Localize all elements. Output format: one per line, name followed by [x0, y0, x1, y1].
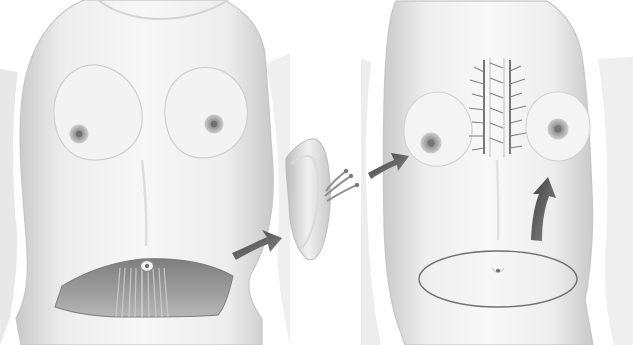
vessel-end-3	[344, 169, 348, 173]
before-left-nipple	[76, 131, 83, 138]
after-breast-left	[404, 92, 472, 166]
before-umbilicus-center	[145, 264, 149, 268]
after-right-nipple	[554, 125, 561, 132]
vessel-end-1	[349, 174, 353, 178]
after-torso	[361, 1, 633, 345]
abdominal-donor-site-outline	[419, 251, 577, 307]
before-right-nipple	[211, 121, 218, 128]
vessel-end-2	[355, 183, 359, 187]
before-left-arm-shadow	[0, 69, 18, 345]
after-left-nipple	[427, 139, 434, 146]
after-right-arm-shadow	[598, 57, 633, 345]
before-breast-right	[165, 67, 248, 157]
tissue-flap	[286, 139, 359, 260]
after-left-arm-shadow	[361, 59, 381, 345]
flap-body	[286, 139, 331, 260]
before-torso	[0, 0, 290, 345]
after-midline-shadow	[497, 160, 498, 240]
vessel-2	[327, 185, 357, 201]
